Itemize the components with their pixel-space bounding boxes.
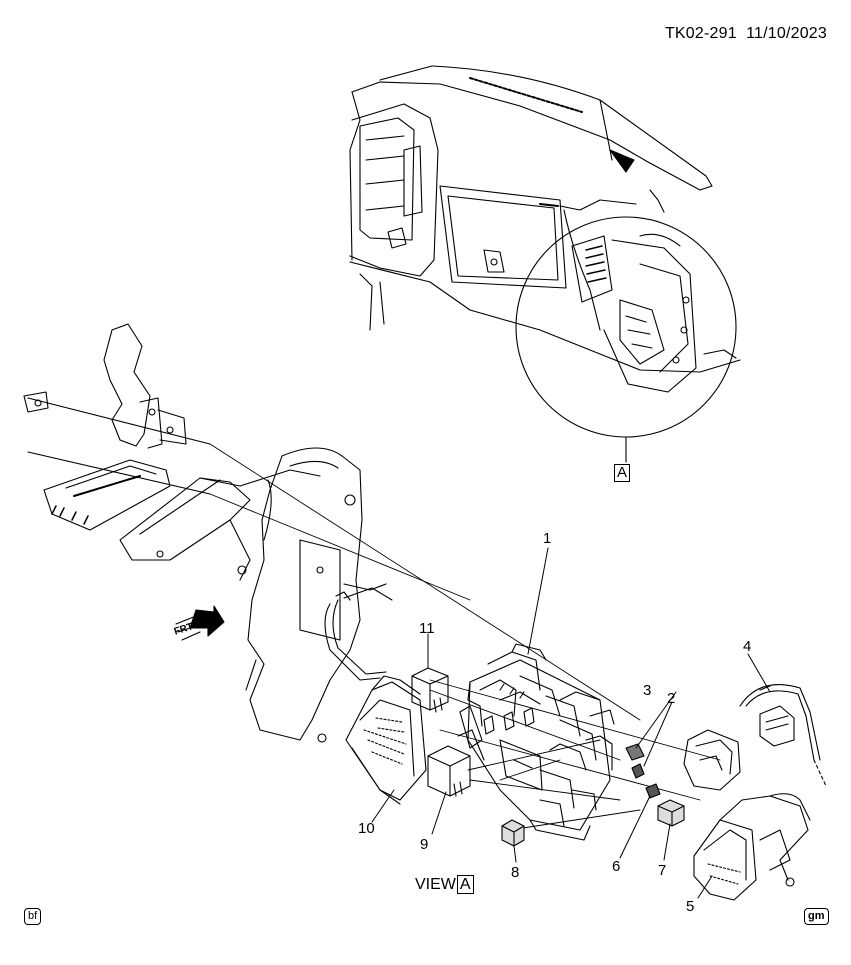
connector-10 bbox=[324, 587, 427, 805]
view-label-text: VIEW bbox=[415, 876, 456, 893]
callout-leader-lines bbox=[371, 547, 771, 899]
fuse-2 bbox=[631, 763, 645, 779]
callout-3: 3 bbox=[643, 682, 652, 699]
connector-harness-4 bbox=[683, 684, 827, 791]
relay-9 bbox=[427, 745, 471, 797]
crosscar-beam-drawing bbox=[23, 323, 321, 581]
connector-harness-5 bbox=[693, 793, 811, 901]
dashboard-drawing bbox=[349, 65, 741, 373]
view-label-box: A bbox=[456, 875, 474, 894]
fuse-3 bbox=[625, 743, 645, 761]
front-direction-arrow bbox=[175, 605, 225, 641]
detail-magnifier bbox=[515, 216, 737, 463]
callout-2: 2 bbox=[667, 690, 676, 707]
relay-8 bbox=[501, 819, 525, 847]
relay-11 bbox=[411, 667, 449, 713]
callout-7: 7 bbox=[658, 862, 667, 879]
fuse-6 bbox=[645, 783, 661, 799]
bf-badge: bf bbox=[24, 908, 42, 925]
callout-4: 4 bbox=[743, 638, 752, 655]
callout-6: 6 bbox=[612, 858, 621, 875]
relay-7 bbox=[657, 799, 685, 827]
drawing-reference: TK02-291 11/10/2023 bbox=[665, 25, 827, 43]
gm-logo-badge: gm bbox=[804, 908, 829, 925]
view-marker-box: A bbox=[614, 464, 631, 482]
leader-lines bbox=[209, 443, 721, 831]
side-bracket-drawing bbox=[245, 447, 387, 743]
callout-1: 1 bbox=[543, 530, 552, 547]
callout-9: 9 bbox=[420, 836, 429, 853]
drawing-code: TK02-291 bbox=[664, 25, 737, 42]
callout-10: 10 bbox=[358, 820, 375, 837]
fuse-block-1 bbox=[457, 643, 615, 841]
callout-8: 8 bbox=[511, 864, 520, 881]
callout-5: 5 bbox=[686, 898, 695, 915]
callout-11: 11 bbox=[419, 620, 435, 637]
drawing-date: 11/10/2023 bbox=[746, 25, 827, 42]
